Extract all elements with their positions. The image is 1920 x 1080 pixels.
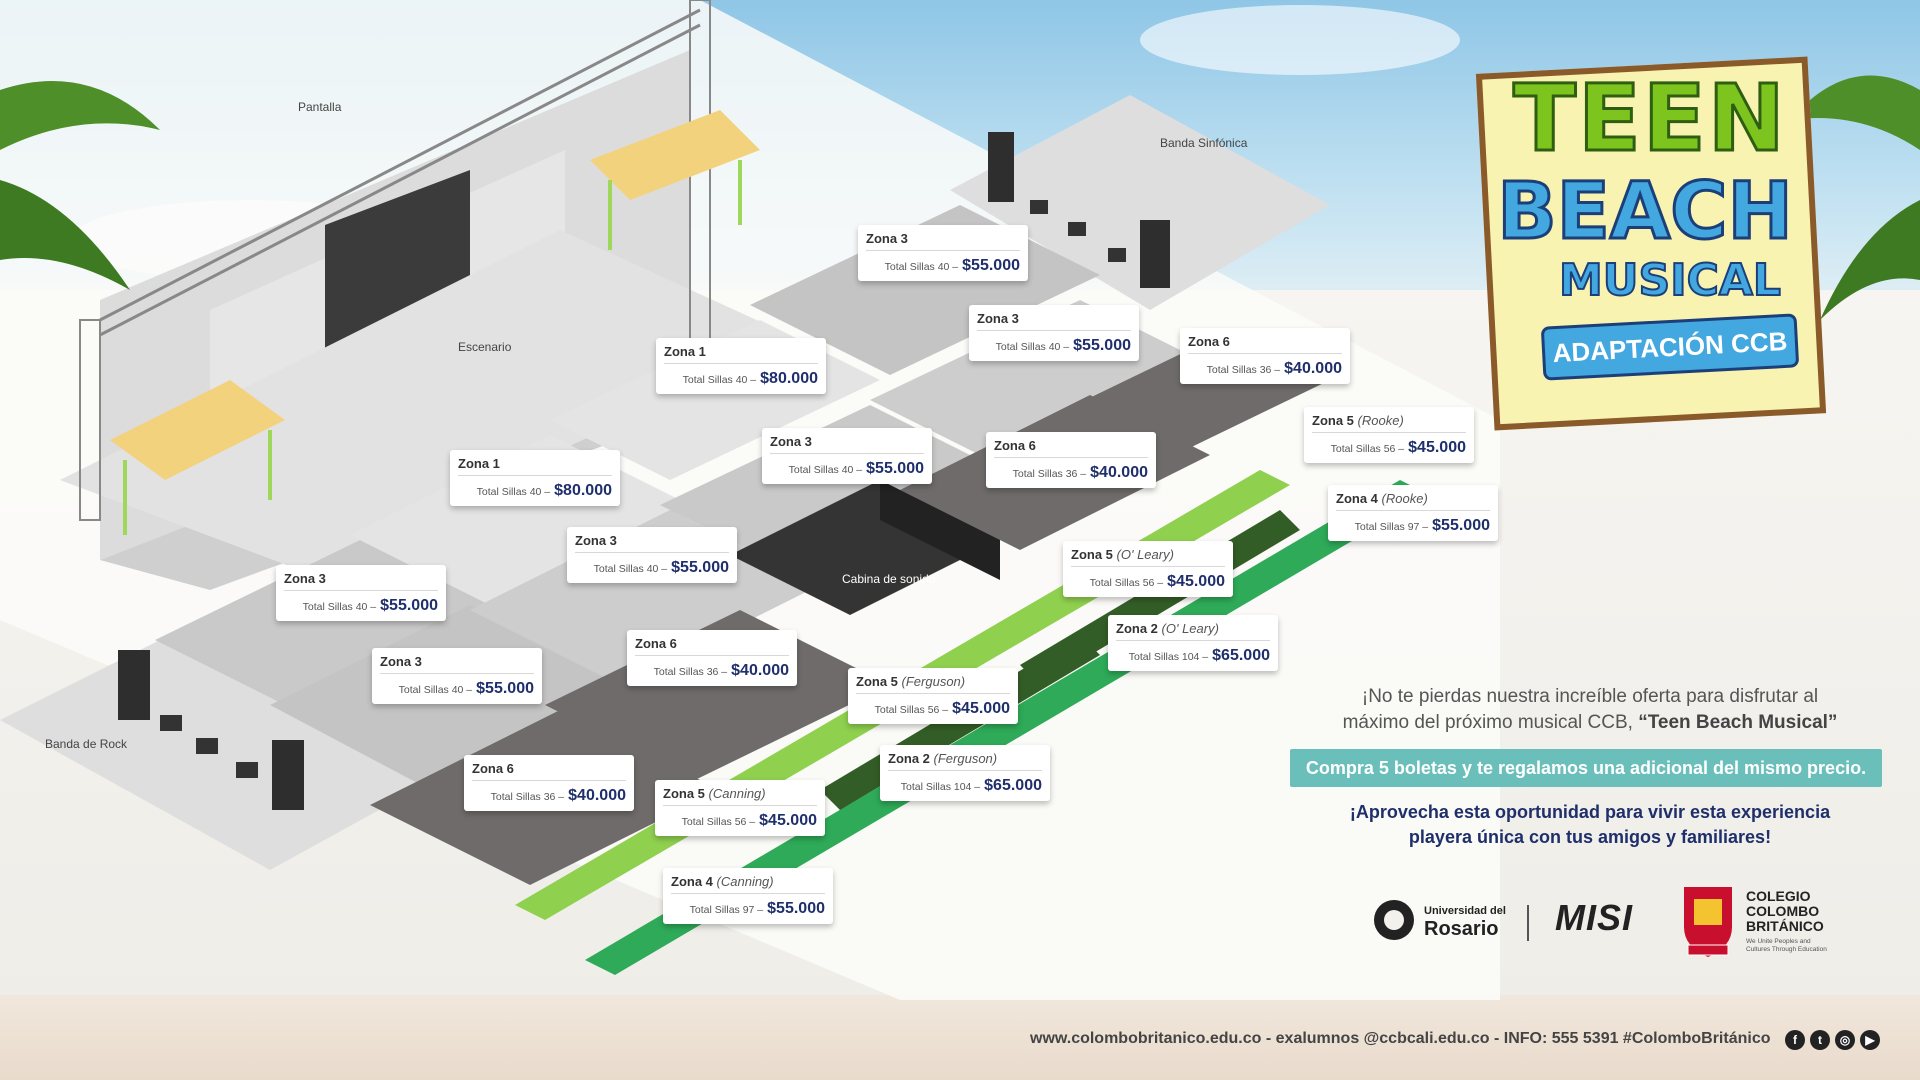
zone-card[interactable]: Zona 5 (O' Leary) Total Sillas 56 –$45.0… xyxy=(1063,541,1233,597)
colegio-text-3: BRITÁNICO xyxy=(1746,918,1824,934)
promo-line-2-text: máximo del próximo musical CCB, xyxy=(1342,712,1639,733)
zone-card[interactable]: Zona 2 (Ferguson) Total Sillas 104 –$65.… xyxy=(880,745,1050,801)
footer-contact: www.colombobritanico.edu.co - exalumnos … xyxy=(1030,1030,1771,1047)
banda-rock-platform xyxy=(0,620,470,870)
pantalla-screen xyxy=(325,170,470,375)
zone-card[interactable]: Zona 4 (Rooke) Total Sillas 97 –$55.000 xyxy=(1328,485,1498,541)
zone-card[interactable]: Zona 4 (Canning) Total Sillas 97 –$55.00… xyxy=(663,868,833,924)
promo-offer-banner[interactable]: Compra 5 boletas y te regalamos una adic… xyxy=(1290,749,1882,787)
zone-card[interactable]: Zona 5 (Canning) Total Sillas 56 –$45.00… xyxy=(655,780,825,836)
zone-card[interactable]: Zona 3 Total Sillas 40 –$55.000 xyxy=(762,428,932,484)
zone-card[interactable]: Zona 2 (O' Leary) Total Sillas 104 –$65.… xyxy=(1108,615,1278,671)
colegio-text-2: COLOMBO xyxy=(1746,903,1820,919)
zone-card[interactable]: Zona 3 Total Sillas 40 –$55.000 xyxy=(372,648,542,704)
partner-divider xyxy=(1527,905,1529,941)
zone-card[interactable]: Zona 6 Total Sillas 36 –$40.000 xyxy=(986,432,1156,488)
zone-card[interactable]: Zona 6 Total Sillas 36 –$40.000 xyxy=(464,755,634,811)
zone-card[interactable]: Zona 5 (Rooke) Total Sillas 56 –$45.000 xyxy=(1304,407,1474,463)
zone-card[interactable]: Zona 3 Total Sillas 40 –$55.000 xyxy=(858,225,1028,281)
rosario-emblem-icon xyxy=(1374,900,1414,940)
zone-card[interactable]: Zona 6 Total Sillas 36 –$40.000 xyxy=(1180,328,1350,384)
promo-line-1: ¡No te pierdas nuestra increíble oferta … xyxy=(1361,686,1819,707)
promo-line-2: máximo del próximo musical CCB, “Teen Be… xyxy=(1290,710,1890,735)
logo-line-beach: BEACH xyxy=(1496,166,1795,259)
cabina-label: Cabina de sonido xyxy=(842,572,936,586)
promo-line-4-text: playera única con tus amigos y familiare… xyxy=(1408,827,1772,847)
banda-sinfonica-label: Banda Sinfónica xyxy=(1160,136,1248,150)
colegio-tagline: We Unite Peoples and Cultures Through Ed… xyxy=(1746,938,1827,953)
rosario-text-bottom: Rosario xyxy=(1424,918,1499,940)
escenario-floor xyxy=(60,230,800,570)
colegio-colombo-britanico-logo: COLEGIO COLOMBO BRITÁNICO We Unite Peopl… xyxy=(1680,885,1840,965)
sand-strip xyxy=(0,995,1920,1080)
zone-card[interactable]: Zona 3 Total Sillas 40 –$55.000 xyxy=(969,305,1139,361)
promo-line-3: ¡Aprovecha esta oportunidad para vivir e… xyxy=(1290,800,1890,850)
youtube-icon[interactable]: ▶ xyxy=(1860,1030,1880,1050)
logo-line-teen: TEEN xyxy=(1512,64,1787,174)
misi-logo: MISI xyxy=(1555,885,1655,965)
promo-highlight: “Teen Beach Musical” xyxy=(1638,712,1838,733)
ccb-shield-icon xyxy=(1684,887,1732,957)
teen-beach-musical-logo: TEEN BEACH MUSICAL ADAPTACIÓN CCB xyxy=(1475,55,1827,431)
misi-text: MISI xyxy=(1555,897,1634,938)
banda-sinfonica-platform xyxy=(950,95,1330,310)
pantalla-label: Pantalla xyxy=(298,100,342,114)
universidad-rosario-logo: Universidad del Rosario xyxy=(1372,885,1512,965)
twitter-icon[interactable]: t xyxy=(1810,1030,1830,1050)
zone-card[interactable]: Zona 1 Total Sillas 40 –$80.000 xyxy=(450,450,620,506)
banda-rock-label: Banda de Rock xyxy=(45,737,128,751)
zone-card[interactable]: Zona 5 (Ferguson) Total Sillas 56 –$45.0… xyxy=(848,668,1018,724)
zone-card[interactable]: Zona 6 Total Sillas 36 –$40.000 xyxy=(627,630,797,686)
escenario-label: Escenario xyxy=(458,340,512,354)
zone-card[interactable]: Zona 3 Total Sillas 40 –$55.000 xyxy=(567,527,737,583)
zone-card[interactable]: Zona 3 Total Sillas 40 –$55.000 xyxy=(276,565,446,621)
zone-card[interactable]: Zona 1 Total Sillas 40 –$80.000 xyxy=(656,338,826,394)
promo-line-3-text: ¡Aprovecha esta oportunidad para vivir e… xyxy=(1349,802,1831,822)
logo-line-musical: MUSICAL xyxy=(1558,254,1782,307)
rosario-text-top: Universidad del xyxy=(1424,905,1506,917)
instagram-icon[interactable]: ◎ xyxy=(1835,1030,1855,1050)
colegio-text-1: COLEGIO xyxy=(1746,888,1811,904)
facebook-icon[interactable]: f xyxy=(1785,1030,1805,1050)
